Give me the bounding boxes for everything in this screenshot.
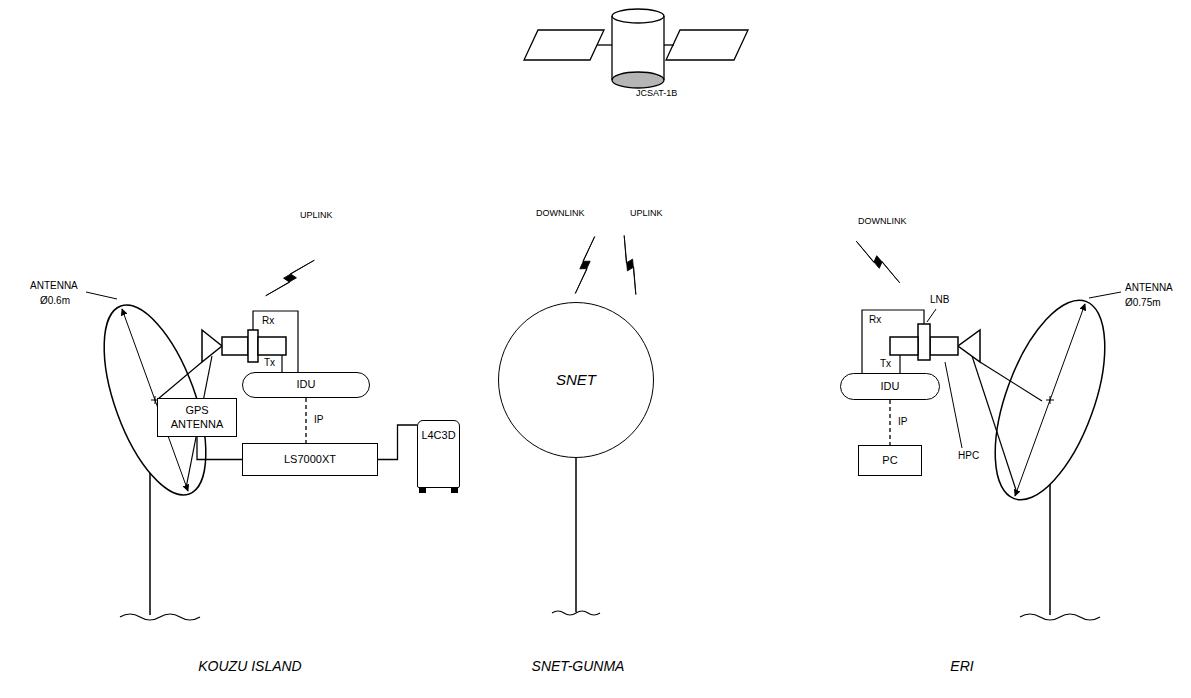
- part-name: LNB: [930, 294, 949, 306]
- node-text: SNET: [556, 371, 596, 389]
- node-text: PC: [882, 454, 897, 467]
- node-text: IDU: [881, 380, 900, 393]
- signal-name: Tx: [880, 358, 891, 370]
- station-name: ERI: [950, 658, 973, 674]
- link-label: UPLINK: [630, 208, 663, 218]
- satellite: [524, 9, 748, 88]
- ip-link: [305, 398, 306, 443]
- link-label: UPLINK: [300, 210, 333, 220]
- satellite-name: JCSAT-1B: [636, 88, 677, 98]
- part-name: HPC: [958, 450, 979, 462]
- signal-name: Tx: [264, 357, 275, 369]
- antenna-label: ANTENNA: [1125, 282, 1173, 294]
- cable: [197, 437, 242, 460]
- idu-unit: IDU: [242, 372, 370, 398]
- pc-box: PC: [858, 445, 922, 476]
- idu-unit: IDU: [840, 373, 940, 400]
- dish-antenna: [83, 292, 458, 620]
- cable: [378, 425, 417, 460]
- snet-pole: [552, 458, 600, 615]
- signal-name: Rx: [869, 314, 881, 326]
- recorder-box: LS7000XT: [242, 443, 378, 476]
- gps-antenna-box: GPS ANTENNA: [157, 398, 237, 437]
- dimension-label: Ø0.6m: [40, 295, 70, 307]
- station-name: SNET-GUNMA: [532, 658, 625, 674]
- radio-link-bolt: [264, 235, 903, 300]
- edge-label: IP: [896, 416, 909, 428]
- link-label: DOWNLINK: [858, 216, 907, 226]
- node-text: IDU: [297, 378, 316, 391]
- node-text: LS7000XT: [284, 453, 336, 466]
- edge-label: IP: [312, 414, 325, 426]
- node-text: L4C3D: [421, 429, 455, 442]
- antenna-label: ANTENNA: [30, 280, 78, 292]
- seismometer-box: L4C3D: [417, 420, 460, 488]
- ip-link: [889, 400, 890, 445]
- hub-station: SNET: [498, 302, 654, 458]
- dimension-label: Ø0.75m: [1125, 297, 1161, 309]
- link-label: DOWNLINK: [536, 208, 585, 218]
- station-name: KOUZU ISLAND: [198, 658, 301, 674]
- signal-name: Rx: [262, 315, 274, 327]
- node-text: GPS ANTENNA: [164, 404, 230, 430]
